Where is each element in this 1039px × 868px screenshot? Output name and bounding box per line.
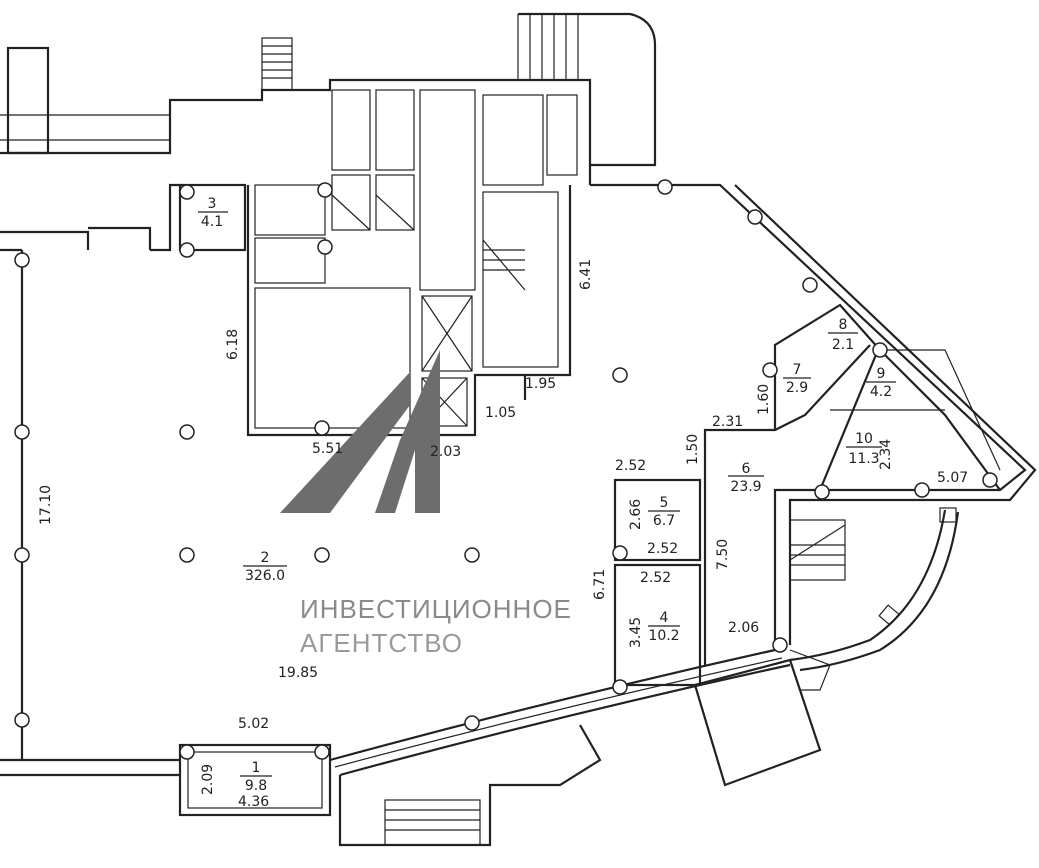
- svg-text:4.36: 4.36: [238, 794, 269, 810]
- svg-text:2.31: 2.31: [712, 414, 743, 430]
- exterior-walls: [0, 12, 1037, 777]
- svg-text:4: 4: [660, 610, 669, 626]
- svg-text:4.2: 4.2: [870, 384, 892, 400]
- svg-text:2.03: 2.03: [430, 444, 461, 460]
- svg-text:2.52: 2.52: [647, 541, 678, 557]
- svg-text:3.45: 3.45: [628, 617, 644, 648]
- svg-text:1.50: 1.50: [685, 434, 701, 465]
- room-6-label: 623.9: [728, 461, 764, 495]
- svg-text:5.02: 5.02: [238, 716, 269, 732]
- svg-text:3: 3: [208, 196, 217, 212]
- room-7-label: 72.9: [783, 362, 811, 396]
- svg-text:8: 8: [839, 317, 848, 333]
- svg-text:19.85: 19.85: [278, 665, 318, 681]
- svg-text:7.50: 7.50: [715, 539, 731, 570]
- svg-text:2: 2: [261, 550, 270, 566]
- svg-text:6: 6: [742, 461, 751, 477]
- svg-text:1.60: 1.60: [756, 384, 772, 415]
- room-1-label: 19.8: [240, 760, 272, 794]
- svg-text:10.2: 10.2: [648, 628, 679, 644]
- watermark-line2: АГЕНТСТВО: [300, 628, 463, 658]
- svg-text:5: 5: [660, 495, 669, 511]
- watermark-logo: [280, 372, 410, 513]
- room-2-label: 2 326.0: [243, 550, 287, 584]
- room-5-label: 56.7: [648, 495, 680, 529]
- svg-text:6.7: 6.7: [653, 513, 675, 529]
- svg-text:326.0: 326.0: [245, 568, 285, 584]
- svg-text:2.66: 2.66: [628, 499, 644, 530]
- svg-text:1.05: 1.05: [485, 405, 516, 421]
- svg-text:2.34: 2.34: [878, 439, 894, 470]
- svg-text:1.95: 1.95: [525, 376, 556, 392]
- room-9-label: 94.2: [866, 366, 896, 400]
- svg-text:6.71: 6.71: [592, 569, 608, 600]
- interior-walls: [178, 89, 1001, 847]
- svg-text:2.52: 2.52: [640, 570, 671, 586]
- svg-text:7: 7: [793, 362, 802, 378]
- svg-text:5.51: 5.51: [312, 441, 343, 457]
- svg-text:11.3: 11.3: [848, 451, 879, 467]
- svg-text:5.07: 5.07: [937, 470, 968, 486]
- watermark: ИНВЕСТИЦИОННОЕ АГЕНТСТВО: [280, 350, 572, 658]
- svg-text:10: 10: [855, 431, 873, 447]
- svg-text:4.1: 4.1: [201, 214, 223, 230]
- room-8-label: 82.1: [828, 317, 858, 353]
- columns: [14, 179, 998, 760]
- svg-text:23.9: 23.9: [730, 479, 761, 495]
- watermark-line1: ИНВЕСТИЦИОННОЕ: [300, 594, 572, 624]
- room-4-label: 410.2: [648, 610, 680, 644]
- room-10-label: 10 11.3: [846, 431, 882, 467]
- svg-text:6.18: 6.18: [225, 329, 241, 360]
- svg-text:2.06: 2.06: [728, 620, 759, 636]
- svg-text:2.52: 2.52: [615, 458, 646, 474]
- svg-text:2.1: 2.1: [832, 337, 854, 353]
- room-3-label: 34.1: [198, 196, 228, 230]
- svg-text:6.41: 6.41: [578, 259, 594, 290]
- svg-text:1: 1: [252, 760, 261, 776]
- svg-text:9.8: 9.8: [245, 778, 267, 794]
- svg-text:9: 9: [877, 366, 886, 382]
- dimension-labels: 6.18 5.51 2.03 1.05 1.95 6.41 17.10 19.8…: [38, 259, 968, 810]
- svg-text:2.9: 2.9: [786, 380, 808, 396]
- svg-text:2.09: 2.09: [200, 764, 216, 795]
- svg-text:17.10: 17.10: [38, 485, 54, 525]
